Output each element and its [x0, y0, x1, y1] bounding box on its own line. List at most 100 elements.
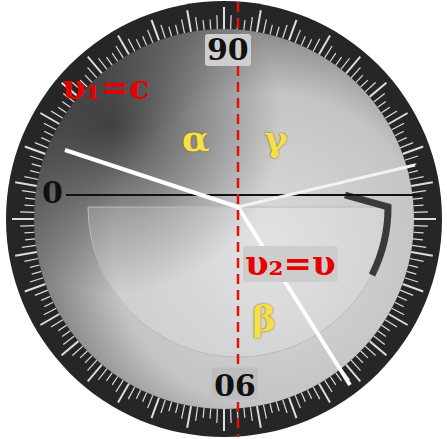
tick-mark [414, 232, 424, 234]
tick-mark [257, 10, 261, 32]
tick-mark [106, 57, 112, 65]
angle-label: γ [262, 120, 290, 158]
tick-mark [196, 17, 198, 31]
tick-mark [382, 107, 390, 113]
tick-mark [187, 10, 191, 32]
tick-mark [25, 284, 46, 292]
tick-mark [395, 302, 404, 306]
tick-mark [374, 336, 385, 345]
tick-mark [58, 325, 66, 331]
tick-mark [378, 331, 386, 337]
tick-mark [116, 380, 123, 392]
tick-mark [325, 380, 332, 392]
tick-mark [330, 377, 336, 385]
tick-mark [182, 405, 185, 419]
tick-mark [85, 356, 92, 363]
tick-mark [187, 406, 191, 428]
tick-mark [301, 36, 305, 45]
tick-mark [176, 25, 178, 35]
tick-mark [63, 336, 74, 345]
tick-mark [62, 331, 70, 337]
tick-mark [151, 20, 159, 41]
tick-mark [389, 113, 408, 124]
tick-mark [223, 409, 225, 431]
tick-mark [257, 406, 261, 428]
tick-mark [407, 271, 417, 274]
tick-mark [230, 15, 232, 29]
angle-label: α [180, 120, 212, 158]
tick-mark [25, 239, 35, 240]
tick-mark [410, 177, 424, 180]
tick-mark [405, 278, 418, 282]
tick-mark [44, 302, 53, 306]
tick-mark [398, 138, 407, 142]
tick-mark [20, 211, 34, 213]
tick-mark [41, 296, 50, 300]
tick-mark [276, 402, 279, 412]
tick-mark [295, 395, 300, 408]
tick-mark [412, 245, 426, 247]
tick-mark [356, 75, 363, 82]
tick-mark [58, 107, 66, 113]
tick-mark [400, 143, 413, 148]
tick-mark [351, 360, 360, 370]
tick-mark [411, 182, 433, 186]
tick-mark [361, 80, 368, 87]
tick-mark [414, 211, 428, 213]
tick-mark [264, 19, 267, 33]
tick-mark [411, 252, 433, 256]
tick-mark [385, 111, 397, 118]
tick-mark [330, 53, 336, 61]
tick-mark [24, 177, 38, 180]
tick-mark [118, 35, 129, 54]
tick-mark [365, 346, 375, 355]
tick-mark [336, 57, 342, 65]
tick-mark [223, 7, 225, 29]
tick-mark [413, 198, 423, 199]
tick-mark [378, 101, 386, 107]
tick-mark [346, 57, 360, 74]
tick-mark [151, 398, 159, 419]
tick-mark [382, 325, 390, 331]
tick-mark [408, 265, 418, 267]
tick-mark [283, 400, 287, 413]
tick-mark [15, 252, 37, 256]
tick-mark [385, 320, 397, 327]
tick-mark [196, 407, 198, 421]
tick-mark [392, 308, 404, 315]
tick-mark [203, 408, 204, 418]
tick-mark [112, 53, 118, 61]
tick-mark [30, 156, 43, 160]
tick-mark [169, 27, 172, 37]
tick-mark [44, 123, 56, 130]
tick-mark [24, 204, 34, 206]
reflected-ray [238, 165, 415, 207]
tick-mark [400, 290, 413, 295]
tick-mark [313, 39, 320, 51]
tick-mark [30, 265, 40, 267]
interface-line [66, 194, 420, 196]
tick-mark [319, 384, 330, 403]
tick-mark [22, 245, 36, 247]
tick-mark [374, 93, 385, 102]
tick-mark [356, 356, 363, 363]
refracted-ray [238, 207, 350, 385]
tick-mark [414, 218, 436, 220]
tick-mark [35, 143, 48, 148]
tick-mark [30, 171, 40, 173]
tick-mark [44, 308, 56, 315]
tick-mark [270, 403, 272, 413]
tick-mark [128, 39, 135, 51]
tick-mark [51, 111, 63, 118]
tick-mark [30, 278, 43, 282]
tick-mark [325, 46, 332, 58]
angle-label: β [250, 300, 278, 338]
tick-mark [161, 400, 165, 413]
tick-mark [40, 314, 59, 325]
tick-mark [341, 58, 350, 69]
tick-mark [25, 198, 35, 199]
tick-mark [20, 225, 34, 227]
outer-ring [6, 1, 442, 437]
tick-mark [405, 156, 418, 160]
tick-mark [32, 271, 42, 274]
